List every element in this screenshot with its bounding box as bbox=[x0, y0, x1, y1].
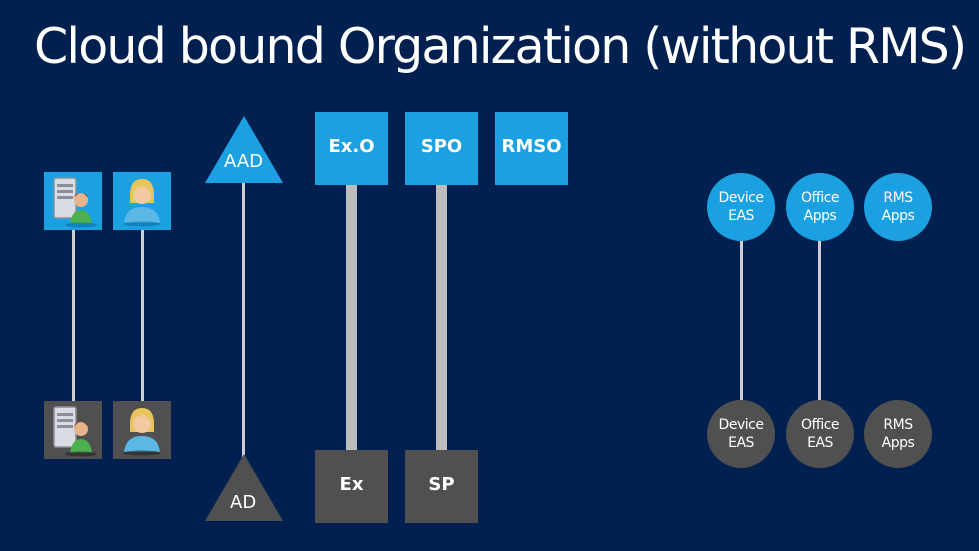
page-title: Cloud bound Organization (without RMS) bbox=[34, 18, 967, 75]
client-label-line1: Office bbox=[800, 417, 840, 433]
service-label: SPO bbox=[420, 136, 463, 157]
server-user-icon bbox=[53, 406, 97, 457]
onprem-server-user-tile bbox=[44, 401, 102, 459]
service-label: Ex bbox=[339, 474, 364, 495]
ad-triangle bbox=[205, 454, 283, 521]
client-label-line1: Device bbox=[718, 417, 764, 433]
connector-line bbox=[72, 230, 75, 405]
cloud-user-tile bbox=[113, 172, 171, 230]
ad-label: AD bbox=[230, 492, 257, 513]
connector-line bbox=[740, 238, 743, 408]
client-label-line1: RMS bbox=[883, 190, 913, 206]
client-label-line2: EAS bbox=[807, 435, 833, 451]
connector-line bbox=[141, 230, 144, 405]
service-box-rmso: RMSO bbox=[495, 112, 568, 185]
service-label: Ex.O bbox=[328, 136, 375, 157]
service-label: SP bbox=[428, 474, 455, 495]
service-box-exo: Ex.O bbox=[315, 112, 388, 185]
client-device-eas: Device EAS bbox=[707, 173, 775, 241]
aad-triangle bbox=[205, 116, 283, 183]
connector-line bbox=[346, 184, 357, 452]
client-label-line2: EAS bbox=[728, 435, 754, 451]
client-label-line1: Device bbox=[718, 190, 764, 206]
aad-label: AAD bbox=[224, 151, 263, 172]
service-box-spo: SPO bbox=[405, 112, 478, 185]
client-label-line1: RMS bbox=[883, 417, 913, 433]
client-rms-apps: RMS Apps bbox=[864, 173, 932, 241]
connector-line bbox=[242, 180, 245, 460]
server-user-icon bbox=[53, 177, 97, 228]
client-label-line2: Apps bbox=[881, 208, 915, 224]
client-label-line1: Office bbox=[800, 190, 840, 206]
user-icon bbox=[123, 179, 161, 227]
service-box-ex: Ex bbox=[315, 450, 388, 523]
service-label: RMSO bbox=[501, 136, 562, 157]
client-office-eas-onprem: Office EAS bbox=[786, 400, 854, 468]
client-office-apps: Office Apps bbox=[786, 173, 854, 241]
user-icon bbox=[123, 408, 161, 456]
client-label-line2: Apps bbox=[881, 435, 915, 451]
client-rms-apps-onprem: RMS Apps bbox=[864, 400, 932, 468]
cloud-server-user-tile bbox=[44, 172, 102, 230]
client-device-eas-onprem: Device EAS bbox=[707, 400, 775, 468]
client-label-line2: EAS bbox=[728, 208, 754, 224]
service-box-sp: SP bbox=[405, 450, 478, 523]
onprem-user-tile bbox=[113, 401, 171, 459]
client-label-line2: Apps bbox=[803, 208, 837, 224]
connector-line bbox=[818, 238, 821, 408]
connector-line bbox=[436, 184, 447, 452]
